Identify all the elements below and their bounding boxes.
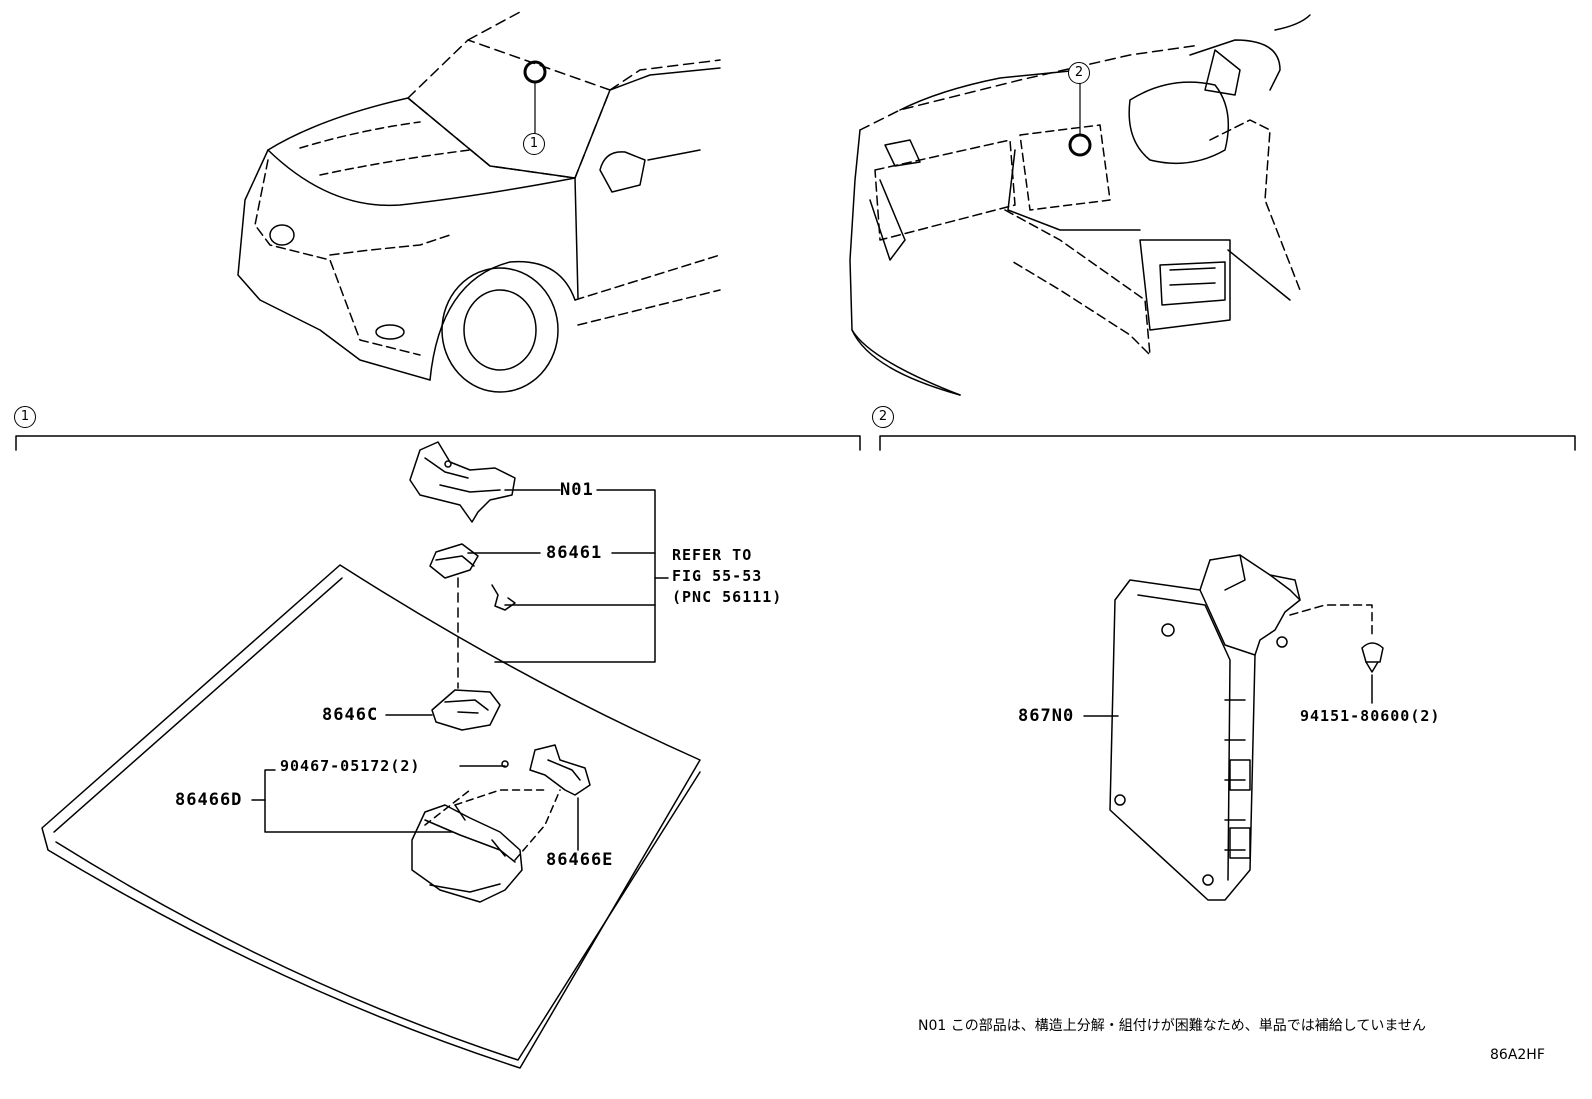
callout-2: 2 (1068, 62, 1090, 84)
part-n01-bracket (409, 441, 516, 523)
part-86461-cover (429, 543, 479, 579)
part-94151-clip (1361, 642, 1384, 673)
part-86466d-cover (411, 804, 523, 903)
part-86466e-bracket (529, 744, 591, 796)
interior-illustration (849, 14, 1311, 396)
refer-line-2: FIG 55-53 (672, 567, 763, 585)
label-86466e: 86466E (546, 850, 614, 870)
label-867n0: 867N0 (1018, 706, 1075, 726)
part-8646c-sensor (431, 689, 501, 731)
part-clip (491, 584, 516, 611)
diagram-code: 86A2HF (1490, 1047, 1545, 1063)
label-90467: 90467-05172(2) (280, 757, 421, 775)
label-86466d: 86466D (175, 790, 243, 810)
label-8646c: 8646C (322, 705, 379, 725)
refer-line-3: (PNC 56111) (672, 588, 783, 606)
refer-line-1: REFER TO (672, 546, 753, 564)
leader-86466d (264, 765, 506, 833)
screw-90467 (501, 760, 509, 768)
section-2-marker: 2 (872, 406, 894, 428)
windshield-glass (41, 564, 701, 1069)
assembly-line-3 (1289, 604, 1373, 636)
label-n01: N01 (560, 480, 594, 500)
label-94151: 94151-80600(2) (1300, 707, 1441, 725)
section-1-marker: 1 (14, 406, 36, 428)
callout-1: 1 (523, 133, 545, 155)
car-exterior-illustration (237, 11, 721, 393)
n01-note: N01 この部品は、構造上分解・組付けが困難なため、単品では補給していません (918, 1018, 1426, 1034)
assembly-line-2 (424, 789, 561, 861)
label-86461: 86461 (546, 543, 603, 563)
section2-bracket (879, 435, 1576, 451)
leader-refer-bracket (494, 489, 656, 663)
section1-bracket (15, 435, 861, 451)
part-867n0-ecu (1109, 554, 1301, 901)
